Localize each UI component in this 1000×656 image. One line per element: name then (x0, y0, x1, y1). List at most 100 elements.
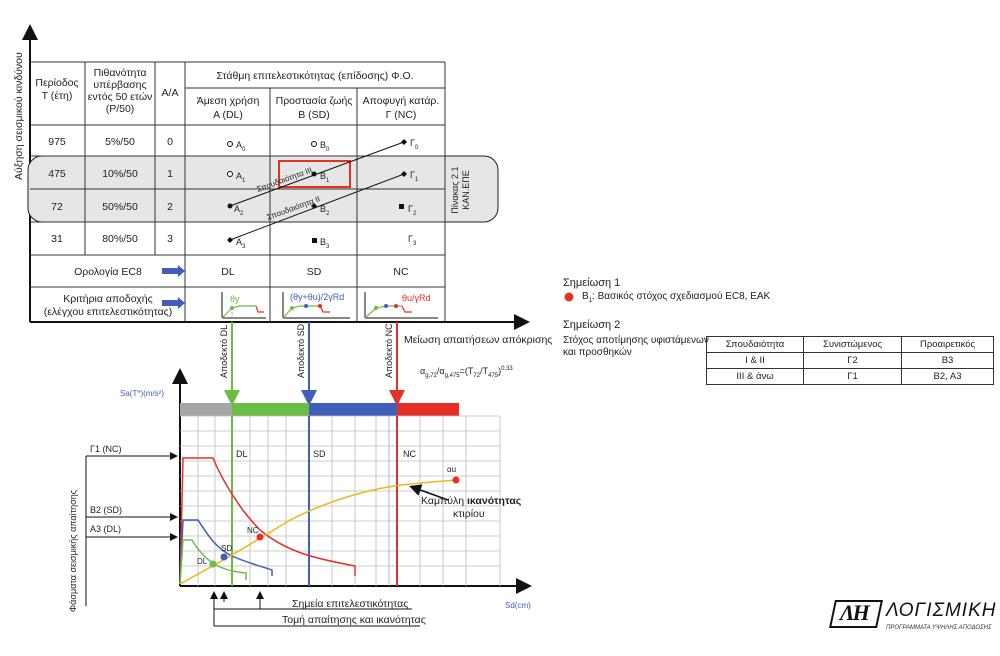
table-row: 72 50%/50 2 (51, 201, 173, 213)
row-aa: 1 (167, 168, 173, 180)
label-b2: B2 (320, 204, 330, 217)
mini-plot-dl: θy (221, 292, 266, 319)
col-optional: Προαιρετικός (901, 336, 994, 353)
row-prob: 10%/50 (102, 168, 138, 180)
label-c2: Γ2 (408, 204, 417, 217)
cell-optional: B2, A3 (901, 368, 994, 385)
zone-sd-label: SD (313, 449, 326, 459)
note2-line2: και προσθηκών (563, 347, 632, 358)
header-col-b-1: Προστασία ζωής (276, 95, 353, 107)
row-period: 475 (48, 168, 66, 180)
note2-line1: Στόχος αποτίμησης υφιστάμενων (563, 335, 709, 346)
criteria-label-2: (ελέγχου επιτελεστικότητας) (44, 306, 173, 318)
marker-b0-icon (311, 141, 317, 147)
crit-b-label: (θy+θu)/2γRd (290, 292, 344, 302)
criteria-label-1: Κριτήρια αποδοχής (63, 293, 152, 305)
capacity-curve (179, 479, 457, 585)
perf-point-nc (256, 533, 264, 541)
zone-bar-gray (180, 403, 232, 416)
logo-mark: ΛΗ (840, 600, 870, 625)
cell-optional: B3 (901, 352, 994, 369)
zone-bar-nc (397, 403, 459, 416)
index-dl-label: Αποδεκτό DL (219, 325, 229, 378)
marker-b2-icon (311, 203, 317, 209)
col-recommended: Συνιστώμενος (803, 336, 903, 353)
label-a1: A1 (236, 171, 246, 184)
header-level: Στάθμη επιτελεστικότητας (επίδοσης) Φ.Ο. (216, 70, 413, 82)
label-c3: Γ3 (408, 234, 417, 247)
header-col-c-1: Αποφυγή κατάρ. (363, 95, 440, 107)
arrow-right-icon (162, 265, 185, 277)
header-prob-2: υπέρβασης (93, 79, 146, 91)
zone-bar-sd (309, 403, 397, 416)
cell-recommended: Γ1 (803, 368, 903, 385)
ultimate-point (452, 476, 460, 484)
row-period: 975 (48, 136, 66, 148)
note1-red-dot (564, 292, 574, 302)
spec-a3-label: A3 (DL) (90, 524, 121, 534)
ec8-nc: NC (393, 266, 409, 278)
row-period: 72 (51, 201, 63, 213)
header-col-a-1: Άμεση χρήση (197, 95, 260, 107)
table-row: 31 80%/50 3 (51, 233, 173, 245)
header-col-a-2: Α (DL) (213, 109, 243, 121)
cell-recommended: Γ2 (803, 352, 903, 369)
header-aa: Α/Α (162, 87, 179, 99)
col-importance: Σπουδαιότητα (705, 336, 805, 353)
header-prob-1: Πιθανότητα (94, 67, 147, 79)
y-axis-label: Αύξηση σεισμικού κινδύνου (13, 52, 25, 180)
importance-iii-line (229, 141, 405, 207)
spectrum-sd (179, 519, 273, 585)
capacity-arrow (409, 484, 449, 501)
row-aa: 0 (167, 136, 173, 148)
formula: αg,72/αg,475=(T72/T475)0.33 (420, 366, 513, 379)
header-prob-3: εντός 50 ετών (88, 91, 153, 103)
marker-c1-icon (401, 171, 407, 177)
row-prob: 80%/50 (102, 233, 138, 245)
cell-importance: I & II (705, 352, 805, 369)
spectrum-axis-label: Φάσματα σεισμικής απαίτησης (68, 489, 78, 612)
zone-bar-dl (232, 403, 309, 416)
assessment-target-table: Σπουδαιότητα Συνιστώμενος Προαιρετικός I… (705, 336, 994, 385)
row-aa: 2 (167, 201, 173, 213)
index-sd-label: Αποδεκτό SD (296, 323, 306, 378)
side-label-table: Πίνακας 2.1 (450, 166, 460, 213)
table-header-row: Σπουδαιότητα Συνιστώμενος Προαιρετικός (705, 336, 994, 353)
arrow-right-icon (162, 297, 185, 309)
mini-plot-sd: (θy+θu)/2γRd (282, 292, 350, 319)
crit-c-label: θu/γRd (402, 293, 431, 303)
marker-c2-icon (399, 204, 404, 209)
basic-target-box (278, 160, 351, 188)
company-logo: ΛΗ ΛΟΓΙΣΜΙΚΗ ΠΡΟΓΡΑΜΜΑΤΑ ΥΨΗΛΗΣ ΑΠΟΔΟΣΗΣ (829, 598, 995, 638)
pt-nc-label: NC (247, 526, 259, 535)
capacity-label-2: κτιρίου (453, 508, 485, 520)
header-period: Περίοδος (35, 77, 78, 89)
label-b1: B1 (320, 171, 330, 184)
marker-a2-icon (227, 203, 233, 209)
row-prob: 5%/50 (105, 136, 135, 148)
performance-table-grid (30, 61, 446, 322)
importance-ii-line (229, 173, 405, 241)
spectrum-dl (179, 539, 247, 585)
sa-axis-label: Sa(T*)(m/s²) (120, 389, 164, 398)
header-period-unit: Τ (έτη) (42, 90, 73, 102)
ec8-label: Ορολογία EC8 (74, 266, 142, 278)
label-a2: A2 (234, 204, 244, 217)
row-aa: 3 (167, 233, 173, 245)
label-b3: B3 (320, 237, 330, 250)
zone-nc-label: NC (403, 449, 416, 459)
spectrum-nc (179, 457, 356, 585)
chart-grid (180, 415, 501, 586)
table-row: 975 5%/50 0 (48, 136, 173, 148)
side-label-kanepe: ΚΑΝ.ΕΠΕ (461, 170, 471, 210)
marker-c0-icon (401, 139, 407, 145)
label-c1: Γ1 (410, 170, 419, 183)
index-nc-label: Αποδεκτό NC (384, 323, 394, 378)
marker-a0-icon (227, 141, 233, 147)
intersection-label: Τομή απαίτησης και ικανότητας (282, 614, 426, 626)
table-row: III & άνω Γ1 B2, A3 (705, 368, 994, 385)
sd-axis-label: Sd(cm) (505, 601, 531, 610)
note1-text: B1: Βασικός στόχος σχεδιασμού EC8, ΕΑΚ (582, 291, 771, 304)
cell-importance: III & άνω (705, 368, 805, 385)
